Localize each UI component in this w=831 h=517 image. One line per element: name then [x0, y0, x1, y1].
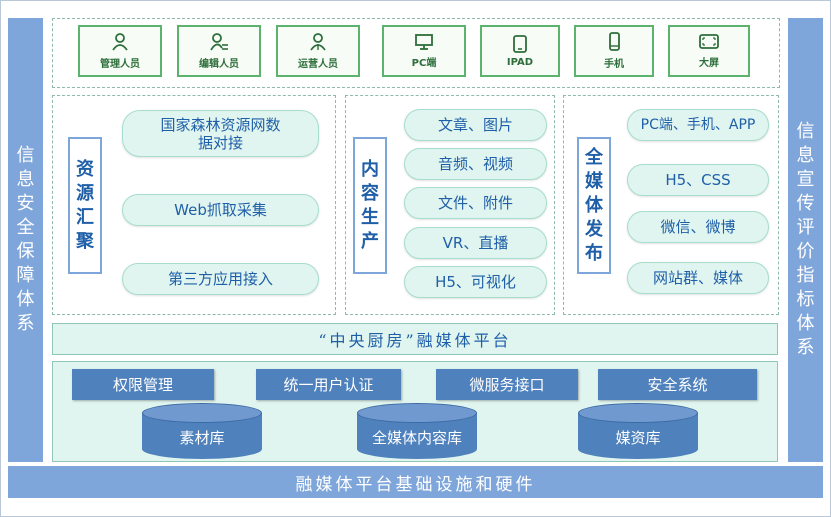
- resource-title: 资源汇聚: [68, 137, 102, 274]
- resource-title-text: 资源汇聚: [76, 158, 94, 252]
- terminal-card-label: 手机: [604, 59, 624, 70]
- left-side-bar: 信息安全保障体系: [8, 18, 43, 462]
- user-card-operator: 运营人员: [276, 25, 360, 77]
- right-side-label: 信息宣传评价指标体系: [796, 121, 815, 358]
- user-group-icon: [310, 33, 326, 51]
- monitor-icon: [415, 34, 433, 50]
- resource-item: Web抓取采集: [122, 194, 319, 226]
- service-auth-management: 权限管理: [72, 369, 214, 400]
- platform-band: “中央厨房”融媒体平台: [52, 323, 778, 355]
- content-item: VR、直播: [404, 227, 547, 259]
- publish-item: H5、CSS: [627, 164, 769, 196]
- database-material: 素材库: [142, 403, 262, 459]
- user-card-label: 编辑人员: [199, 59, 239, 70]
- service-security-system: 安全系统: [598, 369, 757, 400]
- right-side-bar: 信息宣传评价指标体系: [788, 18, 823, 462]
- database-media: 媒资库: [578, 403, 698, 459]
- publish-title-text: 全媒体发布: [585, 146, 603, 264]
- terminal-card-ipad: IPAD: [480, 25, 560, 77]
- database-label: 媒资库: [615, 429, 661, 447]
- terminal-card-pc: PC端: [382, 25, 466, 77]
- tablet-icon: [513, 35, 527, 53]
- screen-icon: [699, 34, 719, 49]
- terminal-card-label: 大屏: [699, 58, 719, 69]
- content-item: H5、可视化: [404, 266, 547, 298]
- infrastructure-band: 融媒体平台基础设施和硬件: [8, 466, 823, 498]
- user-card-label: 管理人员: [100, 59, 140, 70]
- terminal-card-label: PC端: [411, 58, 437, 69]
- phone-icon: [609, 32, 620, 51]
- database-label: 全媒体内容库: [371, 429, 462, 447]
- content-item: 文章、图片: [404, 109, 547, 141]
- publish-item: 微信、微博: [627, 211, 769, 243]
- terminal-card-phone: 手机: [574, 25, 654, 77]
- left-side-label: 信息安全保障体系: [16, 145, 35, 334]
- content-item: 音频、视频: [404, 148, 547, 180]
- user-edit-icon: [210, 33, 228, 51]
- publish-item: PC端、手机、APP: [627, 109, 769, 141]
- content-title: 内容生产: [353, 137, 387, 274]
- user-card-admin: 管理人员: [78, 25, 162, 77]
- content-item: 文件、附件: [404, 187, 547, 219]
- publish-item: 网站群、媒体: [627, 262, 769, 294]
- user-card-editor: 编辑人员: [177, 25, 261, 77]
- service-unified-auth: 统一用户认证: [256, 369, 401, 400]
- resource-item: 国家森林资源网数据对接: [122, 110, 319, 157]
- database-label: 素材库: [179, 429, 225, 447]
- user-icon: [112, 33, 128, 51]
- terminal-card-label: IPAD: [506, 57, 534, 68]
- service-microservice-api: 微服务接口: [436, 369, 578, 400]
- content-title-text: 内容生产: [361, 158, 379, 252]
- publish-title: 全媒体发布: [577, 137, 611, 274]
- user-card-label: 运营人员: [298, 59, 338, 70]
- database-content: 全媒体内容库: [357, 403, 477, 459]
- terminal-card-screen: 大屏: [668, 25, 750, 77]
- resource-item: 第三方应用接入: [122, 263, 319, 295]
